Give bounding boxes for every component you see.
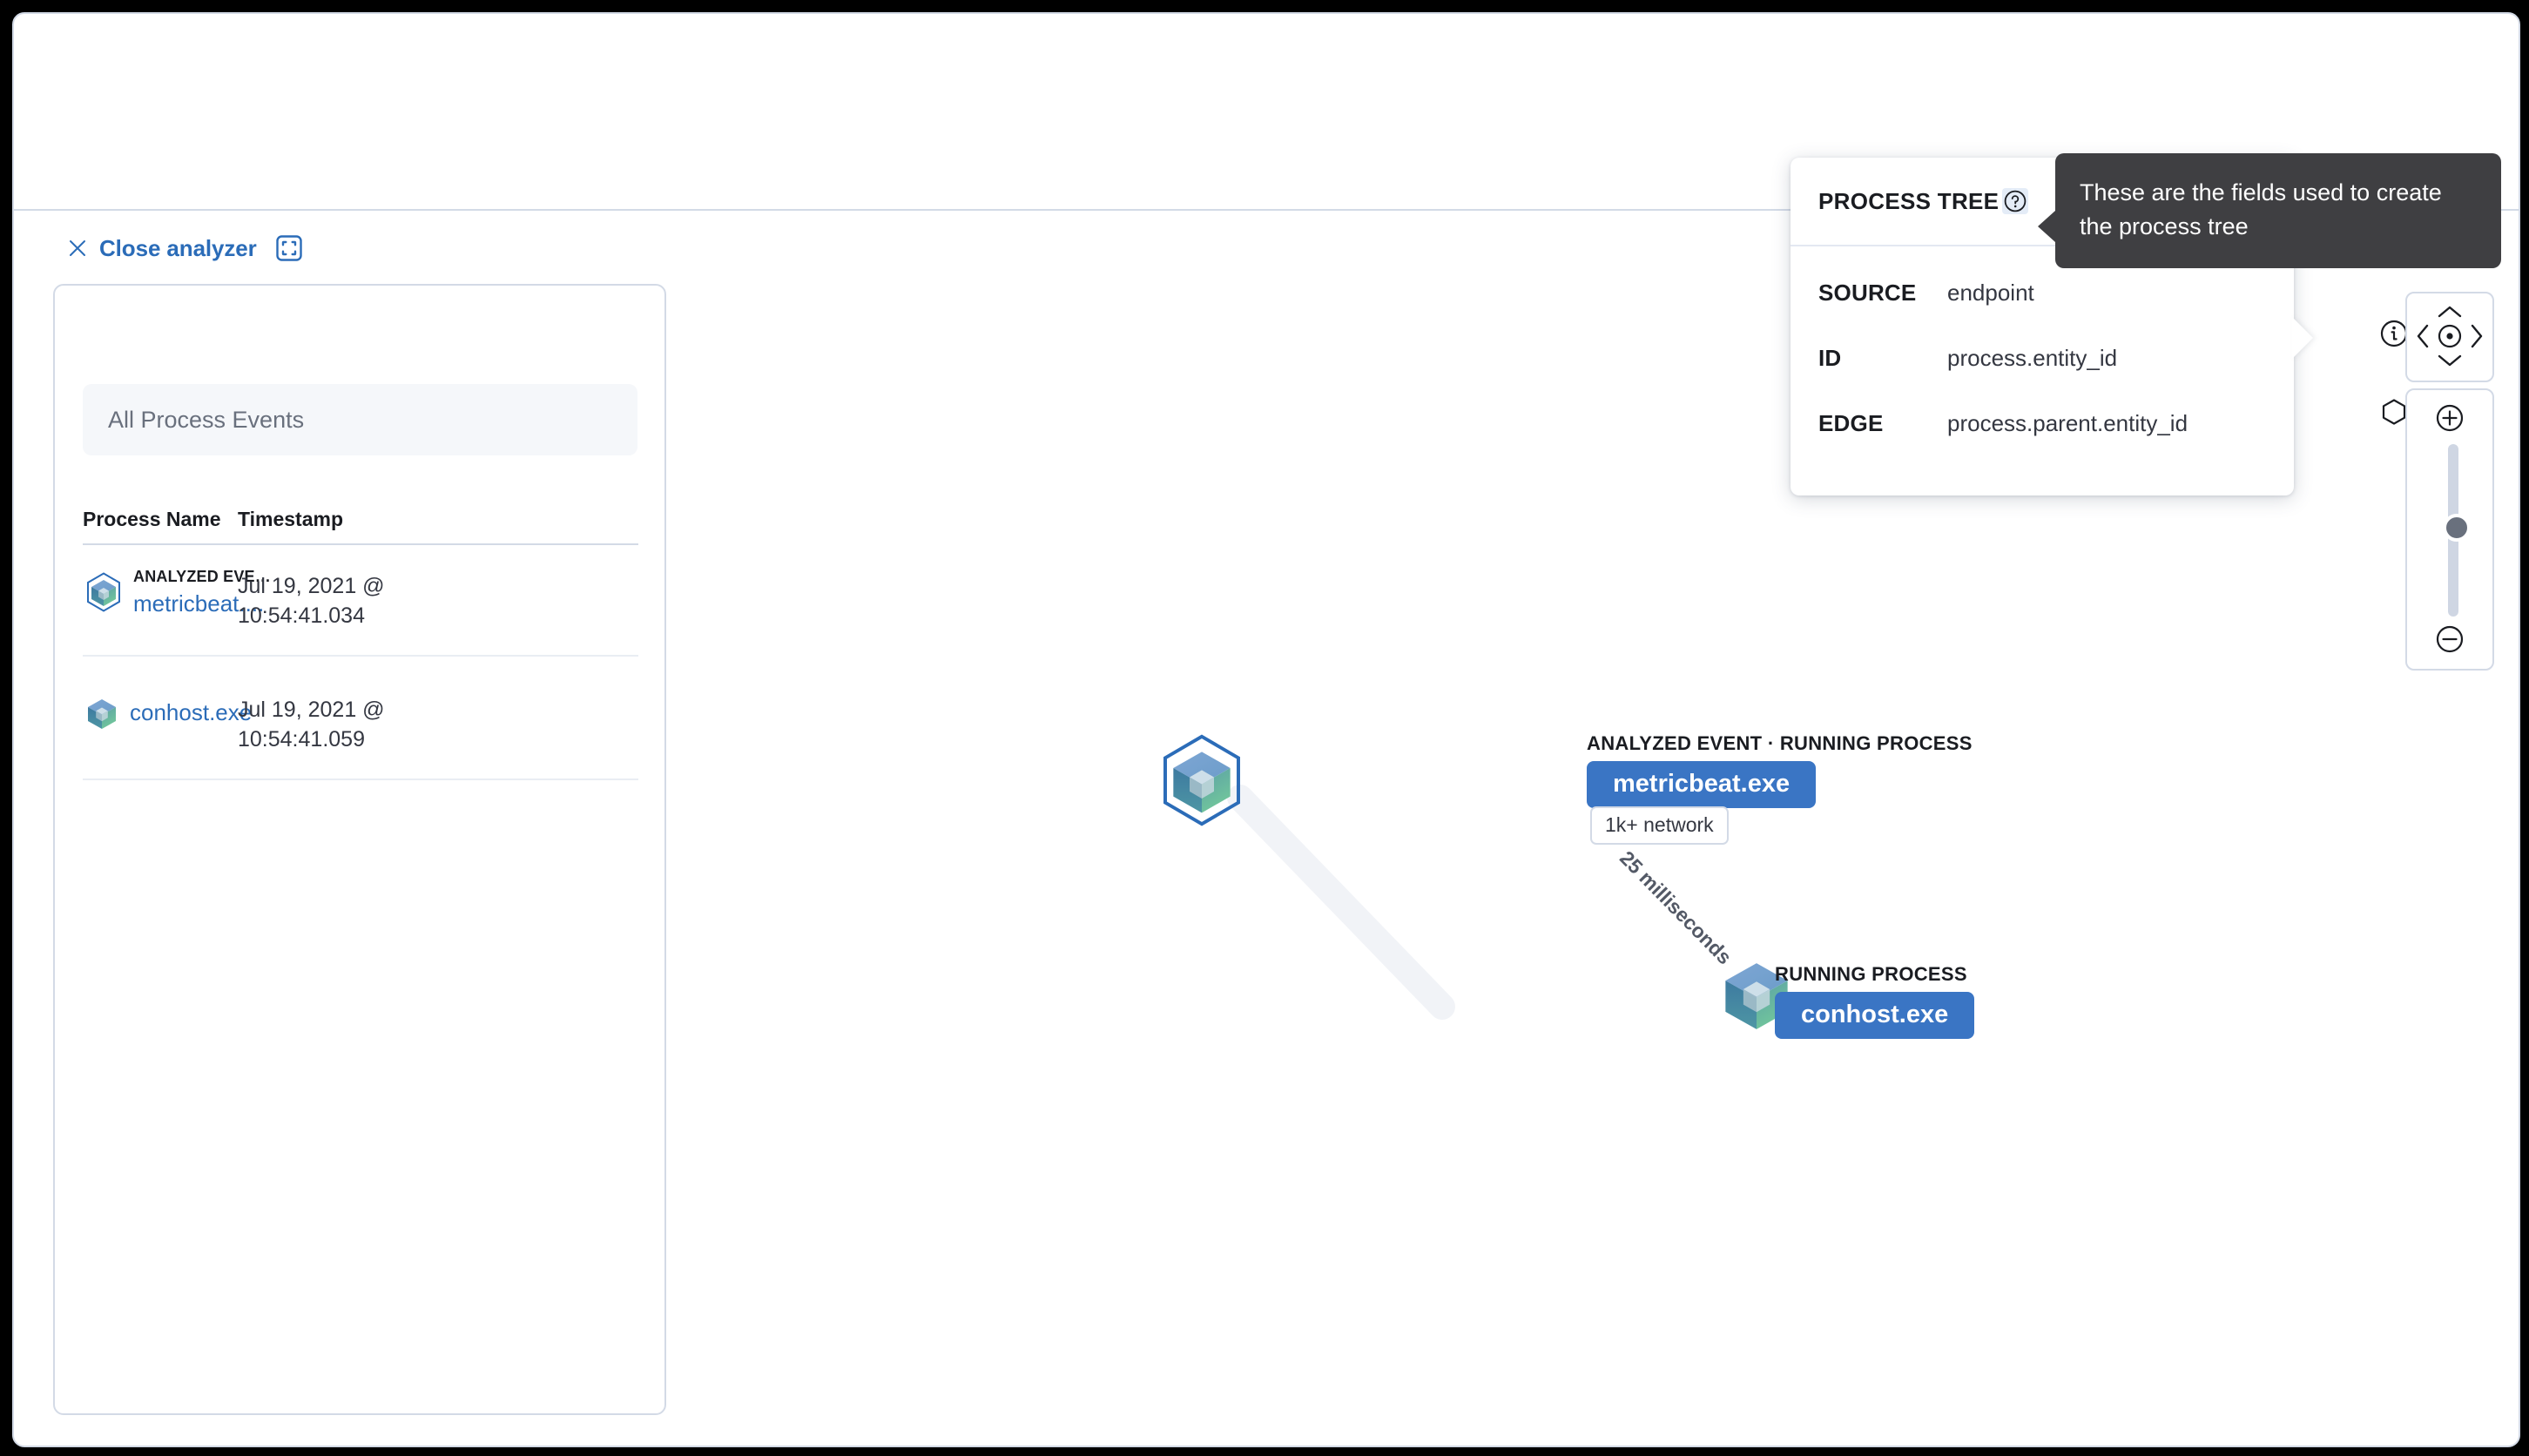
timestamp-date: Jul 19, 2021 @ (238, 698, 385, 722)
minus-circle-icon[interactable] (2434, 624, 2465, 655)
cell-timestamp: Jul 19, 2021 @ 10:54:41.034 (238, 568, 638, 630)
process-name-link[interactable]: conhost.exe (130, 698, 253, 725)
cell-process-name: conhost.exe (83, 679, 252, 733)
analyzer-main: All Process Events Process Name Timestam… (14, 275, 2519, 1446)
tooltip-text: These are the fields used to create the … (2080, 179, 2442, 240)
event-table: Process Name Timestamp (83, 508, 638, 780)
timestamp-time: 10:54:41.034 (238, 603, 365, 628)
toolbar-divider (14, 209, 2519, 211)
fullscreen-icon[interactable] (276, 235, 302, 261)
plus-circle-icon[interactable] (2434, 402, 2465, 434)
popover-body: SOURCE endpoint ID process.entity_id EDG… (1791, 246, 2294, 475)
popover-value: endpoint (1947, 280, 2034, 306)
analyzer-window: Close analyzer All Process Events Proces… (12, 12, 2520, 1447)
popover-value: process.entity_id (1947, 345, 2118, 371)
node-kind-label: RUNNING PROCESS (1775, 963, 1967, 985)
event-list-panel: All Process Events Process Name Timestam… (53, 284, 666, 1415)
event-filter-value: All Process Events (108, 406, 305, 433)
popover-key: SOURCE (1818, 280, 1917, 306)
popover-arrow (2292, 317, 2313, 359)
graph-side-icons (2379, 319, 2409, 427)
cell-process-name: ANALYZED EVE… metricbeat.... (83, 568, 271, 617)
chevron-left-icon[interactable] (2413, 320, 2432, 352)
chevron-up-icon[interactable] (2434, 302, 2465, 321)
close-x-icon (68, 239, 87, 258)
graph-node-conhost-labels: RUNNING PROCESS conhost.exe (1775, 963, 1975, 1040)
process-name-link[interactable]: metricbeat.... (133, 590, 265, 617)
process-cube-icon-analyzed (1153, 731, 1251, 829)
chevron-right-icon[interactable] (2467, 320, 2486, 352)
column-header-process-name: Process Name (83, 508, 221, 530)
graph-node-metricbeat[interactable] (1153, 728, 1251, 829)
process-name-stack: ANALYZED EVE… metricbeat.... (133, 568, 271, 617)
popover-key: ID (1818, 345, 1842, 371)
process-cube-icon-analyzed (83, 571, 125, 613)
column-header-timestamp: Timestamp (238, 508, 344, 530)
close-analyzer-label: Close analyzer (99, 235, 257, 261)
popover-header: PROCESS TREE (1791, 158, 2294, 246)
table-header-row: Process Name Timestamp (83, 508, 638, 545)
center-target-icon[interactable] (2434, 320, 2465, 352)
popover-value: process.parent.entity_id (1947, 410, 2188, 436)
popover-row-id: ID process.entity_id (1818, 345, 2266, 372)
chevron-down-icon[interactable] (2434, 351, 2465, 370)
analyzer-toolbar: Close analyzer (68, 226, 302, 270)
timestamp-date: Jul 19, 2021 @ (238, 574, 385, 598)
cell-timestamp: Jul 19, 2021 @ 10:54:41.059 (238, 679, 638, 754)
popover-row-edge: EDGE process.parent.entity_id (1818, 410, 2266, 437)
process-cube-icon (83, 695, 121, 733)
table-row[interactable]: ANALYZED EVE… metricbeat.... Jul 19, 202… (83, 545, 638, 657)
info-circle-icon[interactable] (2379, 319, 2409, 348)
event-filter-select[interactable]: All Process Events (83, 384, 637, 455)
node-pill-conhost[interactable]: conhost.exe (1775, 992, 1975, 1040)
question-circle-icon[interactable] (2002, 188, 2029, 214)
popover-row-source: SOURCE endpoint (1818, 280, 2266, 307)
popover-key: EDGE (1818, 410, 1884, 436)
graph-zoom-control[interactable] (2405, 388, 2494, 671)
zoom-slider-thumb[interactable] (2443, 514, 2471, 542)
popover-title: PROCESS TREE (1818, 187, 2000, 214)
graph-pan-control[interactable] (2405, 292, 2494, 382)
close-analyzer-button[interactable]: Close analyzer (68, 237, 257, 260)
tooltip-arrow (2038, 211, 2055, 242)
table-row[interactable]: conhost.exe Jul 19, 2021 @ 10:54:41.059 (83, 657, 638, 780)
timestamp-time: 10:54:41.059 (238, 727, 365, 752)
schema-help-tooltip: These are the fields used to create the … (2038, 153, 2501, 269)
graph-node-metricbeat-labels: ANALYZED EVENT · RUNNING PROCESS metricb… (1587, 732, 1973, 809)
node-kind-label: ANALYZED EVENT · RUNNING PROCESS (1587, 732, 1973, 754)
analyzed-event-badge: ANALYZED EVE… (133, 568, 271, 585)
hexagon-icon[interactable] (2379, 397, 2409, 427)
node-badge-network[interactable]: 1k+ network (1590, 806, 1729, 846)
node-pill-metricbeat[interactable]: metricbeat.exe (1587, 761, 1817, 809)
